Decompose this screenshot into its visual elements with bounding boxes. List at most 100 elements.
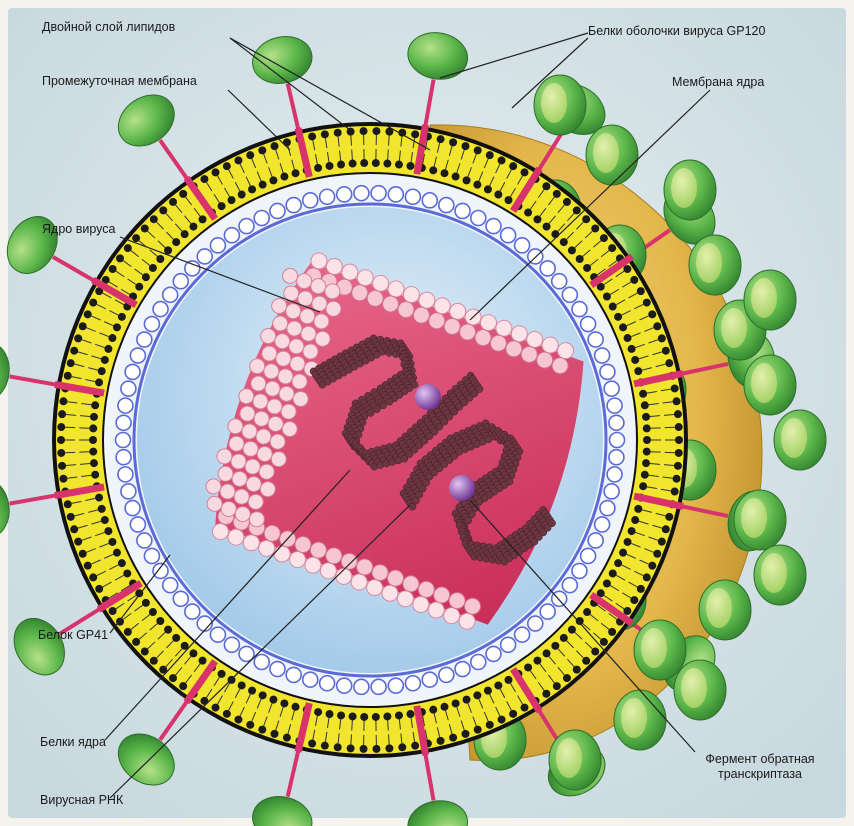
lipid-head-inner <box>643 448 651 456</box>
lipid-head-inner <box>440 169 448 177</box>
lipid-head-outer <box>449 138 457 146</box>
lipid-head-outer <box>70 347 78 355</box>
label-core-membrane: Мембрана ядра <box>672 75 764 90</box>
matrix-protein <box>540 604 555 619</box>
lipid-head-inner <box>91 471 99 479</box>
lipid-head-inner <box>360 713 368 721</box>
lipid-head-outer <box>662 347 670 355</box>
lipid-head-inner <box>314 708 322 716</box>
lipid-head-outer <box>630 596 638 604</box>
lipid-head-outer <box>637 287 645 295</box>
lipid-head-inner <box>614 313 622 321</box>
matrix-protein <box>552 274 567 289</box>
lipid-tail <box>352 720 353 730</box>
matrix-protein <box>224 228 239 243</box>
lipid-head-outer <box>658 334 666 342</box>
lipid-head-outer <box>623 265 631 273</box>
lipid-head-inner <box>643 436 651 444</box>
lipid-head-outer <box>200 175 208 183</box>
lipid-tail <box>351 734 352 744</box>
matrix-protein <box>610 433 625 448</box>
matrix-protein <box>581 317 596 332</box>
matrix-protein <box>163 287 178 302</box>
matrix-protein <box>405 676 420 691</box>
matrix-protein <box>455 662 470 677</box>
lipid-head-inner <box>395 711 403 719</box>
lipid-head-outer <box>623 607 631 615</box>
lipid-head-outer <box>258 726 266 734</box>
lipid-head-outer <box>109 607 117 615</box>
lipid-head-inner <box>473 691 481 699</box>
lipid-head-outer <box>283 734 291 742</box>
lipid-head-outer <box>449 734 457 742</box>
lipid-head-inner <box>269 696 277 704</box>
matrix-protein <box>197 249 212 264</box>
lipid-head-outer <box>637 585 645 593</box>
lipid-head-outer <box>67 359 75 367</box>
lipid-head-outer <box>553 682 561 690</box>
lipid-head-inner <box>609 569 617 577</box>
label-reverse-transcriptase-1: Фермент обратная <box>690 752 830 767</box>
lipid-head-outer <box>411 742 419 750</box>
lipid-head-inner <box>568 246 576 254</box>
lipid-tail <box>351 136 352 146</box>
matrix-protein <box>422 193 437 208</box>
lipid-head-inner <box>603 293 611 301</box>
gp120-knob-highlight <box>671 168 697 208</box>
matrix-protein <box>125 364 140 379</box>
lipid-head-inner <box>372 159 380 167</box>
label-virus-core: Ядро вируса <box>42 222 115 237</box>
lipid-head-inner <box>172 634 180 642</box>
matrix-protein <box>439 198 454 213</box>
lipid-head-outer <box>64 372 72 380</box>
matrix-protein <box>337 678 352 693</box>
lipid-head-inner <box>524 663 532 671</box>
lipid-head-inner <box>463 176 471 184</box>
lipid-head-outer <box>498 716 506 724</box>
matrix-protein <box>320 189 335 204</box>
gp120-knob-highlight <box>706 588 732 628</box>
lipid-head-inner <box>631 516 639 524</box>
lipid-head-inner <box>149 264 157 272</box>
lipid-head-inner <box>383 160 391 168</box>
lipid-tail <box>389 734 390 744</box>
matrix-protein <box>118 467 133 482</box>
matrix-protein <box>239 219 254 234</box>
lipid-head-inner <box>326 710 334 718</box>
lipid-head-outer <box>653 550 661 558</box>
lipid-head-inner <box>533 657 541 665</box>
matrix-protein <box>609 415 624 430</box>
lipid-head-outer <box>600 638 608 646</box>
matrix-protein <box>163 578 178 593</box>
matrix-protein <box>185 604 200 619</box>
lipid-head-outer <box>600 234 608 242</box>
label-intermediate-membrane: Промежуточная мембрана <box>42 74 197 89</box>
lipid-head-inner <box>583 608 591 616</box>
lipid-head-inner <box>326 162 334 170</box>
lipid-head-outer <box>542 690 550 698</box>
matrix-protein <box>486 646 501 661</box>
lipid-head-outer <box>553 190 561 198</box>
lipid-tail <box>389 136 390 146</box>
lipid-head-outer <box>665 513 673 521</box>
matrix-protein <box>600 364 615 379</box>
matrix-protein <box>581 548 596 563</box>
matrix-protein <box>515 627 530 642</box>
lipid-head-inner <box>292 703 300 711</box>
matrix-protein <box>303 193 318 208</box>
lipid-head-outer <box>124 628 132 636</box>
matrix-protein <box>588 332 603 347</box>
lipid-head-outer <box>591 648 599 656</box>
matrix-protein <box>486 219 501 234</box>
lipid-head-inner <box>349 712 357 720</box>
lipid-head-outer <box>509 162 517 170</box>
lipid-head-outer <box>347 744 355 752</box>
lipid-head-outer <box>271 730 279 738</box>
lipid-head-outer <box>258 146 266 154</box>
lipid-head-outer <box>591 224 599 232</box>
lipid-head-outer <box>372 127 380 135</box>
lipid-head-outer <box>360 127 368 135</box>
lipid-head-inner <box>484 185 492 193</box>
label-gp120: Белки оболочки вируса GP120 <box>588 24 765 39</box>
lipid-head-outer <box>648 562 656 570</box>
